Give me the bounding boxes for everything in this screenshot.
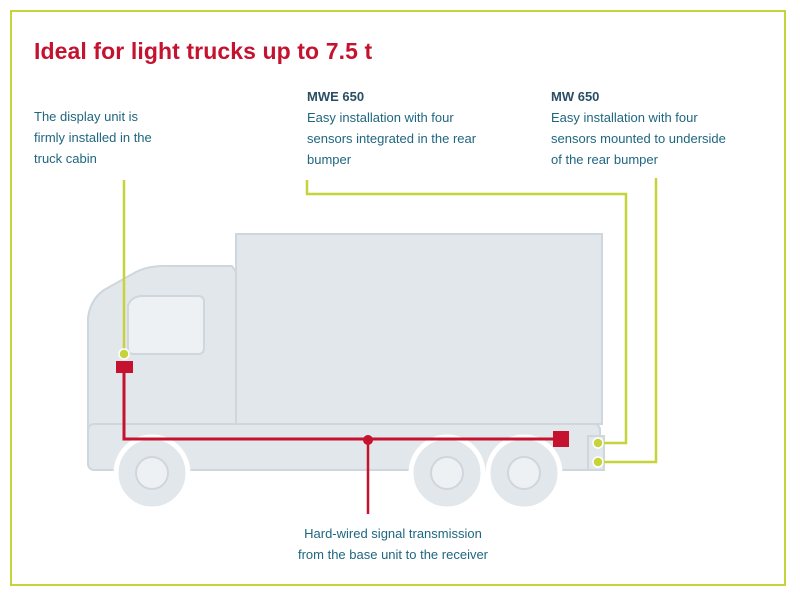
rear-wheel-1 [408,434,486,512]
leader-mwe650 [305,180,628,445]
base-unit-icon [553,431,569,447]
callout-text-line: bumper [307,152,352,167]
callout-heading-mw650: MW 650 [551,89,600,104]
leader-mw650 [598,178,658,464]
signal-wire [116,361,569,514]
callout-text-line: sensors mounted to underside [551,131,726,146]
leader-lines [122,178,658,464]
callout-text-line: firmly installed in the [34,130,152,145]
truck-cargo-box [235,233,603,425]
callout-heading-mwe650: MWE 650 [307,89,365,104]
callout-text-line: Hard-wired signal transmission [304,526,482,541]
callout-text-line: of the rear bumper [551,152,658,167]
callout-text-line: truck cabin [34,151,97,166]
leader-dot-display [118,348,130,360]
callout-text-line: Easy installation with four [307,110,454,125]
callout-display-unit: The display unit is firmly installed in … [34,106,152,169]
signal-cable [122,372,560,441]
callout-text-line: Easy installation with four [551,110,698,125]
callout-mwe650: MWE 650 Easy installation with four sens… [307,86,476,170]
callout-text-line: sensors integrated in the rear [307,131,477,146]
rear-wheel-2 [485,434,563,512]
front-wheel [113,434,191,512]
truck-cab-window [127,295,205,355]
callout-signal-transmission: Hard-wired signal transmission from the … [258,523,528,565]
callout-text-line: The display unit is [34,109,139,124]
display-unit-icon [116,361,133,373]
leader-dot-mw650 [592,456,604,468]
leader-dot-mwe650 [592,437,604,449]
truck-illustration [87,233,605,512]
page-title: Ideal for light trucks up to 7.5 t [34,38,373,64]
signal-junction-dot [363,435,373,445]
callout-text-line: from the base unit to the receiver [297,547,489,562]
callout-mw650: MW 650 Easy installation with four senso… [551,86,726,170]
